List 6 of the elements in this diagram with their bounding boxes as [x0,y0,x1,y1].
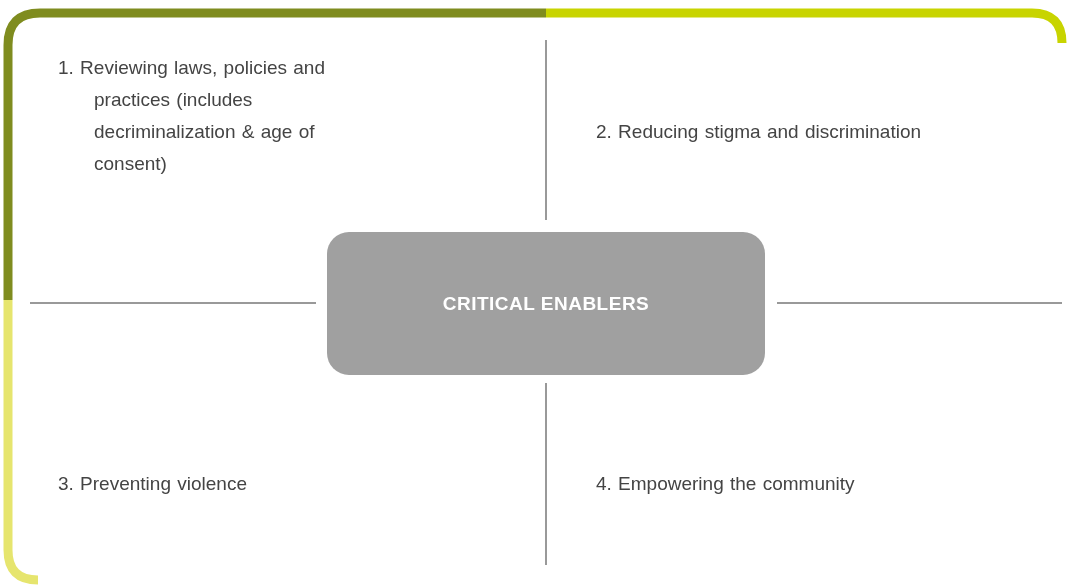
list-item-text: 3. Preventing violence [58,472,248,496]
list-item-text: 4. Empowering the community [596,472,856,496]
list-item-text: 1. Reviewing laws, policies and practices (includes decriminalization & age of consent) [58,56,326,176]
center-title: CRITICAL ENABLERS [442,292,650,315]
list-item-text: 2. Reducing stigma and discrimination [596,120,923,144]
center-box [327,232,765,375]
